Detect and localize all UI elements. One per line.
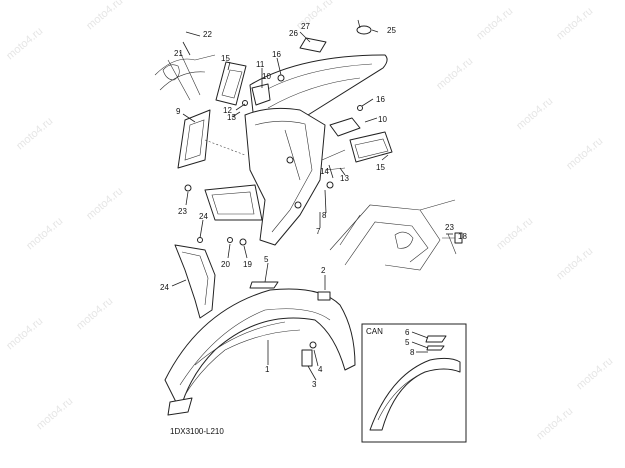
- inset-title: CAN: [366, 327, 383, 336]
- callout-18: 21: [174, 49, 183, 58]
- nut-2: [317, 291, 331, 301]
- callout-3: 3: [312, 380, 317, 389]
- decal-26: [299, 37, 327, 53]
- nut-16b: [357, 105, 363, 111]
- collar-20: [239, 238, 247, 246]
- collar-4: [309, 341, 317, 349]
- callout-14: 13: [227, 113, 236, 122]
- callout-12: 11: [256, 60, 265, 69]
- callout-14b: 14: [320, 167, 329, 176]
- watermark-text: moto4.ru: [494, 215, 535, 252]
- watermark-text: moto4.ru: [24, 215, 65, 252]
- watermark-text: moto4.ru: [574, 355, 615, 392]
- bracket-11: [329, 117, 361, 137]
- watermark-text: moto4.ru: [4, 315, 45, 352]
- bolt-13: [242, 100, 248, 106]
- callout-1: 1: [265, 365, 270, 374]
- watermark-text: moto4.ru: [554, 5, 595, 42]
- plate-15: [215, 61, 247, 106]
- callout-23: 24: [160, 283, 169, 292]
- callouts: 21 22 26 27 25 15 11 16 10 12 13 9 16 10…: [160, 22, 467, 389]
- callout-16b: 16: [376, 95, 385, 104]
- reflector-bracket: [215, 61, 285, 106]
- grommet-25: [356, 25, 372, 35]
- watermark-text: moto4.ru: [84, 0, 125, 32]
- callout-25: 25: [387, 26, 396, 35]
- callout-9: 8: [322, 211, 327, 220]
- mud-flap-23: [174, 184, 247, 319]
- callout-21: 20: [221, 260, 230, 269]
- diagram-code: 1DX3100-L210: [170, 427, 224, 436]
- callout-27: 27: [301, 22, 310, 31]
- callout-26: 26: [289, 29, 298, 38]
- callout-10: 9: [176, 107, 181, 116]
- watermark-text: moto4.ru: [4, 25, 45, 62]
- can-inset: CAN: [361, 323, 467, 443]
- inner-fender: [204, 107, 326, 246]
- callout-4: 4: [318, 365, 323, 374]
- callout-13: 12: [223, 106, 232, 115]
- callout-5: 5: [264, 255, 269, 264]
- watermark-text: moto4.ru: [564, 135, 605, 172]
- handlebar-sketch: [154, 51, 216, 101]
- callout-5b: 5: [405, 338, 410, 347]
- callout-7: 8: [410, 348, 415, 357]
- tail-light: [321, 105, 393, 189]
- bolt-22: [184, 184, 192, 192]
- callout-15: 15: [221, 54, 230, 63]
- callout-8: 7: [316, 227, 321, 236]
- watermark-text: moto4.ru: [14, 115, 55, 152]
- watermark-text: moto4.ru: [434, 55, 475, 92]
- side-panel-10: [177, 109, 246, 169]
- front-fender: [164, 281, 356, 416]
- bolt-21: [227, 237, 233, 243]
- decal-5-can: [426, 345, 445, 351]
- callout-11: 10: [262, 72, 271, 81]
- callout-2: 2: [321, 266, 326, 275]
- callout-6: 6: [405, 328, 410, 337]
- callout-16: 16: [272, 50, 281, 59]
- bracket-12: [251, 83, 271, 106]
- bolt-17: [442, 232, 463, 255]
- callout-20: 19: [243, 260, 252, 269]
- watermark-text: moto4.ru: [34, 395, 75, 432]
- callout-19: 22: [203, 30, 212, 39]
- callout-15b: 15: [376, 163, 385, 172]
- leader-lines: [171, 19, 453, 381]
- bolt-3: [301, 349, 313, 367]
- watermark-text: moto4.ru: [474, 5, 515, 42]
- watermark-text: moto4.ru: [74, 295, 115, 332]
- clip: [167, 397, 193, 416]
- callout-22: 23: [178, 207, 187, 216]
- callout-17: 18: [458, 232, 467, 241]
- flap-8: [204, 184, 263, 221]
- callout-13b: 13: [340, 174, 349, 183]
- callout-11b: 10: [378, 115, 387, 124]
- callout-19b: 23: [445, 223, 454, 232]
- watermark-text: moto4.ru: [554, 245, 595, 282]
- decal-6: [425, 335, 447, 343]
- watermark-text: moto4.ru: [84, 185, 125, 222]
- callout-24: 24: [199, 212, 208, 221]
- rear-frame-sketch: [329, 199, 456, 271]
- decal-5: [249, 281, 279, 289]
- watermark-text: moto4.ru: [534, 405, 575, 442]
- watermark-text: moto4.ru: [514, 95, 555, 132]
- nut-16: [277, 74, 285, 82]
- bolt-24: [197, 237, 203, 243]
